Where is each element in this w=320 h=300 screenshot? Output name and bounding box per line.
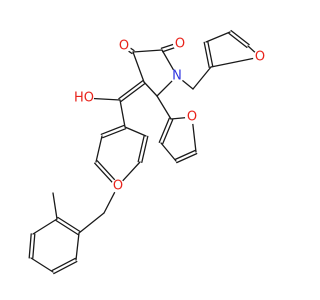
ring-nitrogen-atom: N [170,69,184,84]
furan-a-single-bond [205,31,231,43]
methyl-single-bond [52,192,58,220]
n-ch2-single-bond [181,79,194,90]
ring-single-bond [161,49,175,71]
molecule-structure-diagram: O O N O O HO O [28,29,267,275]
hydroxyl-oxygen-atom: HO [74,88,94,108]
upper-furan-oxygen-atom: O [253,50,267,65]
tolyl-double-bond-a [28,233,32,259]
lower-furan-oxygen-label: O [187,110,197,125]
furan-a-double-bond-a [228,32,248,49]
amide-double-bond-b [160,43,175,49]
tolyl-double-bond-b [55,219,79,236]
tolyl-single-bond [30,257,54,273]
lower-furan-oxygen-atom: O [185,110,199,125]
c5-furan-single-bond [156,95,172,120]
furan-b-double-bond-a [158,117,170,143]
ch2-furan-single-bond [192,66,212,90]
tolyl-double-bond-a [53,260,78,275]
amide-oxygen-label: O [175,37,185,52]
furan-a-single-bond [210,57,255,68]
furan-a-double-bond-a [207,40,214,68]
ketone-oxygen-label: O [119,39,129,54]
benzene-single-bond [95,135,103,163]
furan-b-double-bond-a [176,152,198,164]
furan-b-single-bond [160,142,177,162]
benzyl-single-bond [78,212,105,234]
furan-b-double-bond-b [162,119,174,145]
ring-nitrogen-label: N [172,69,182,84]
amide-oxygen-atom: O [173,37,187,52]
ketone-double-bond-b [127,50,133,55]
benzene-double-bond-a [141,135,149,164]
ether-oxygen-atom: O [111,179,125,194]
benzene-single-bond [124,126,147,137]
bond-layer [28,29,257,275]
benzene-double-bond-b [102,128,127,139]
hydroxyl-label: HO [74,91,94,106]
ring-single-bond [132,49,163,53]
tolyl-single-bond [32,218,58,235]
furan-b-double-bond-b [174,149,196,161]
ring-single-bond [156,80,173,97]
tolyl-double-bond-a [57,216,81,233]
atom-label-layer: O O N O O HO O [74,37,267,194]
exocyclic-double-bond-b [120,82,146,103]
ring-single-bond [143,81,158,97]
exocyclic-double-bond-a [118,79,144,100]
furan-a-double-bond-b [203,41,210,69]
ring-single-bond [132,51,145,83]
ether-oxygen-label: O [113,179,123,194]
benzene-double-bond-a [100,124,125,135]
furan-a-single-bond [247,45,257,54]
tolyl-single-bond [75,232,80,261]
benzene-double-bond-b [137,134,145,163]
amide-double-bond-a [161,46,176,53]
ketone-oxygen-atom: O [117,39,131,54]
tolyl-double-bond-b [51,257,76,272]
aryl-single-bond [119,99,126,128]
furan-b-single-bond [192,122,197,153]
upper-furan-oxygen-label: O [255,50,265,65]
tolyl-double-bond-b [32,233,36,259]
furan-a-double-bond-b [230,29,250,46]
ketone-double-bond-a [129,47,135,52]
furan-b-single-bond [170,116,187,120]
ether-single-bond [103,190,116,214]
hydroxyl-single-bond [92,97,121,101]
